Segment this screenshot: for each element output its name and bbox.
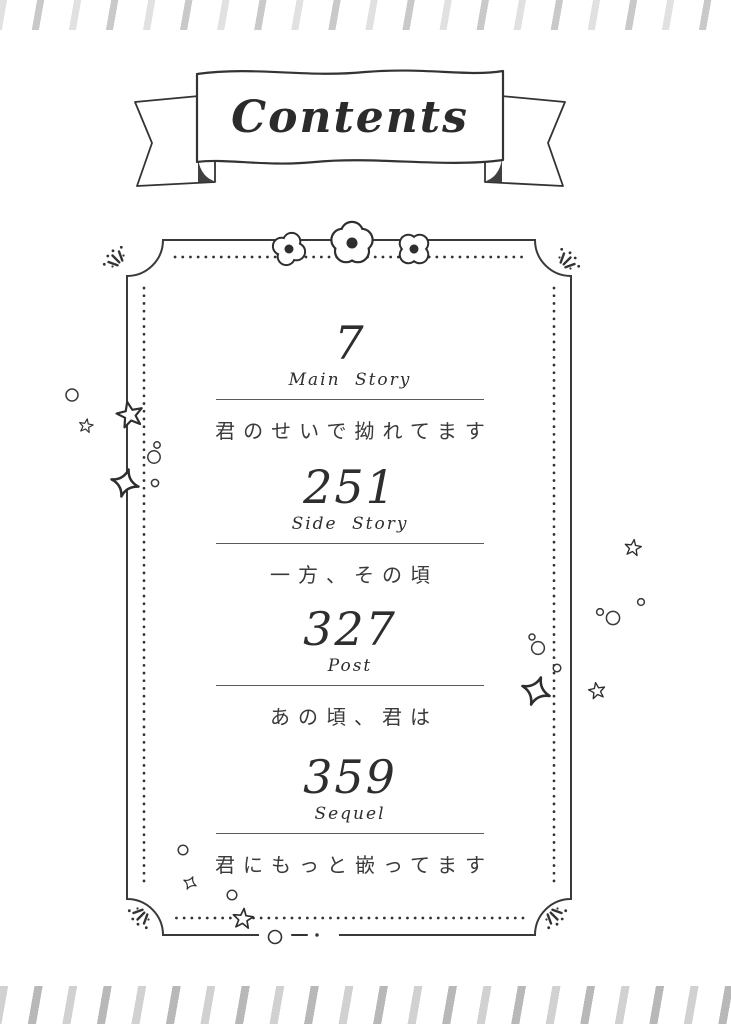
page-number: 327 xyxy=(303,602,397,656)
star-icon xyxy=(586,680,607,700)
page-number: 7 xyxy=(334,316,366,370)
sparkle-icon xyxy=(106,464,144,502)
chapter-title: あの頃、君は xyxy=(270,705,438,729)
sunburst-icon xyxy=(557,246,582,271)
circle-icons xyxy=(65,388,646,901)
chapter-title: 君のせいで拗れてます xyxy=(215,419,493,443)
star-icon xyxy=(231,906,255,930)
section-label: Sequel xyxy=(314,804,386,824)
divider-line xyxy=(216,685,484,686)
chapter-title: 一方、その頃 xyxy=(270,563,438,587)
contents-title: Contents xyxy=(231,92,469,143)
star-icon xyxy=(77,417,95,434)
sunburst-icon xyxy=(101,244,126,269)
page-number: 359 xyxy=(303,750,397,804)
flower-icon xyxy=(391,226,437,272)
dotted-border xyxy=(142,255,556,920)
star-icon xyxy=(623,537,643,557)
divider-line xyxy=(216,399,484,400)
hatch-marks-top xyxy=(0,0,731,30)
hatch-marks-bottom xyxy=(0,986,731,1024)
contents-ribbon-banner: Contents xyxy=(125,58,575,198)
page-number: 251 xyxy=(303,460,397,514)
sunburst-icon xyxy=(544,906,569,931)
flower-icon xyxy=(271,231,307,267)
section-label: Side Story xyxy=(291,514,409,534)
toc-entry: 359 Sequel 君にもっと嵌ってます xyxy=(160,752,540,878)
toc-entry: 327 Post あの頃、君は xyxy=(160,604,540,730)
decorative-frame xyxy=(65,220,646,945)
sunburst-icon xyxy=(126,906,151,931)
frame-outline xyxy=(126,239,572,936)
section-label: Main Story xyxy=(288,370,412,390)
toc-entry: 251 Side Story 一方、その頃 xyxy=(160,462,540,588)
chapter-title: 君にもっと嵌ってます xyxy=(215,853,493,877)
flower-icon xyxy=(330,220,374,264)
divider-line xyxy=(216,543,484,544)
ribbon-icon xyxy=(134,69,566,187)
section-label: Post xyxy=(327,656,373,676)
star-icon xyxy=(113,398,146,430)
divider-line xyxy=(216,833,484,834)
toc-entry: 7 Main Story 君のせいで拗れてます xyxy=(160,318,540,444)
